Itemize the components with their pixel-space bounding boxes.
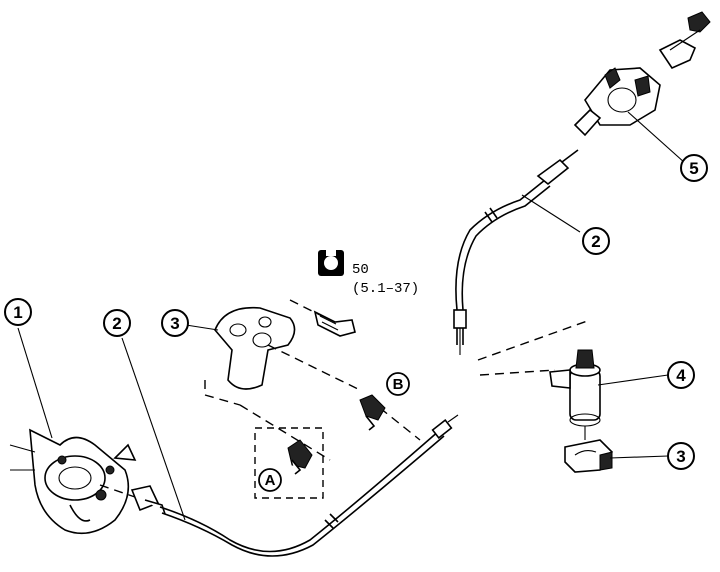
cylinder-part-4 (549, 349, 601, 440)
clutch-cable-lower (130, 414, 459, 557)
callout-2-upper: 2 (582, 227, 610, 255)
callout-2-upper-label: 2 (591, 232, 600, 251)
callout-2-lower-label: 2 (112, 314, 121, 333)
callout-3-bracket-label: 3 (170, 314, 179, 333)
callout-3-clip: 3 (667, 442, 695, 470)
callout-3-bracket: 3 (161, 309, 189, 337)
leader-lines (17, 111, 686, 521)
clutch-cable-upper (453, 149, 579, 355)
detail-letter-a-label: A (265, 472, 276, 489)
callout-5: 5 (680, 154, 708, 182)
cable-clip-b (359, 394, 386, 431)
callout-1: 1 (4, 298, 32, 326)
callout-4-label: 4 (676, 366, 686, 385)
callout-5-label: 5 (689, 159, 698, 178)
release-housing-part-1 (9, 428, 137, 535)
callout-3-clip-label: 3 (676, 447, 685, 466)
torque-spec: 50 (5.1–37) (318, 250, 419, 297)
clip-part-3 (564, 439, 614, 473)
mounting-bolt (313, 310, 356, 337)
torque-wrench-icon (318, 250, 344, 276)
callout-4: 4 (667, 361, 695, 389)
detail-a-box (254, 427, 324, 499)
torque-value: 50 (352, 262, 369, 278)
callout-1-label: 1 (13, 303, 22, 322)
detail-letter-a: A (258, 468, 282, 492)
cylinder-part-5 (573, 11, 711, 137)
cable-bracket-part-3 (214, 306, 296, 390)
detail-letter-b: B (386, 372, 410, 396)
detail-letter-b-label: B (393, 376, 404, 393)
callout-2-lower: 2 (103, 309, 131, 337)
torque-range: (5.1–37) (352, 281, 419, 297)
